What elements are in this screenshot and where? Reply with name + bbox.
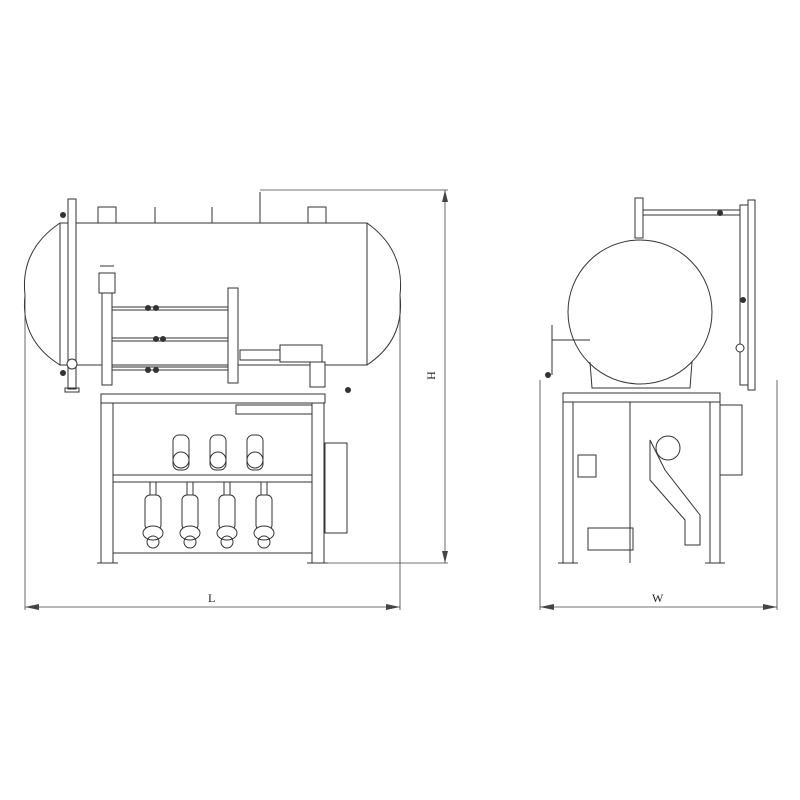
end-flange [545,197,756,391]
dimension-lines-front [24,189,448,610]
tank-end [567,239,713,389]
dimension-label-width: W [652,591,664,605]
horizontal-tank [23,192,402,366]
dimension-label-height: H [423,371,438,380]
compressor [142,434,190,549]
side-view [539,197,778,610]
side-frame [558,392,743,564]
base-frame [97,393,348,564]
compressor [216,434,264,549]
gauge-panel [235,404,313,415]
dimension-lines-side [539,380,778,610]
dimension-label-length: L [208,591,216,605]
front-view [23,189,448,610]
compressor-group [142,434,275,549]
compressor [253,482,275,549]
sight-glass-column [60,198,80,393]
compressor [179,434,227,549]
piping-manifold [98,265,351,393]
